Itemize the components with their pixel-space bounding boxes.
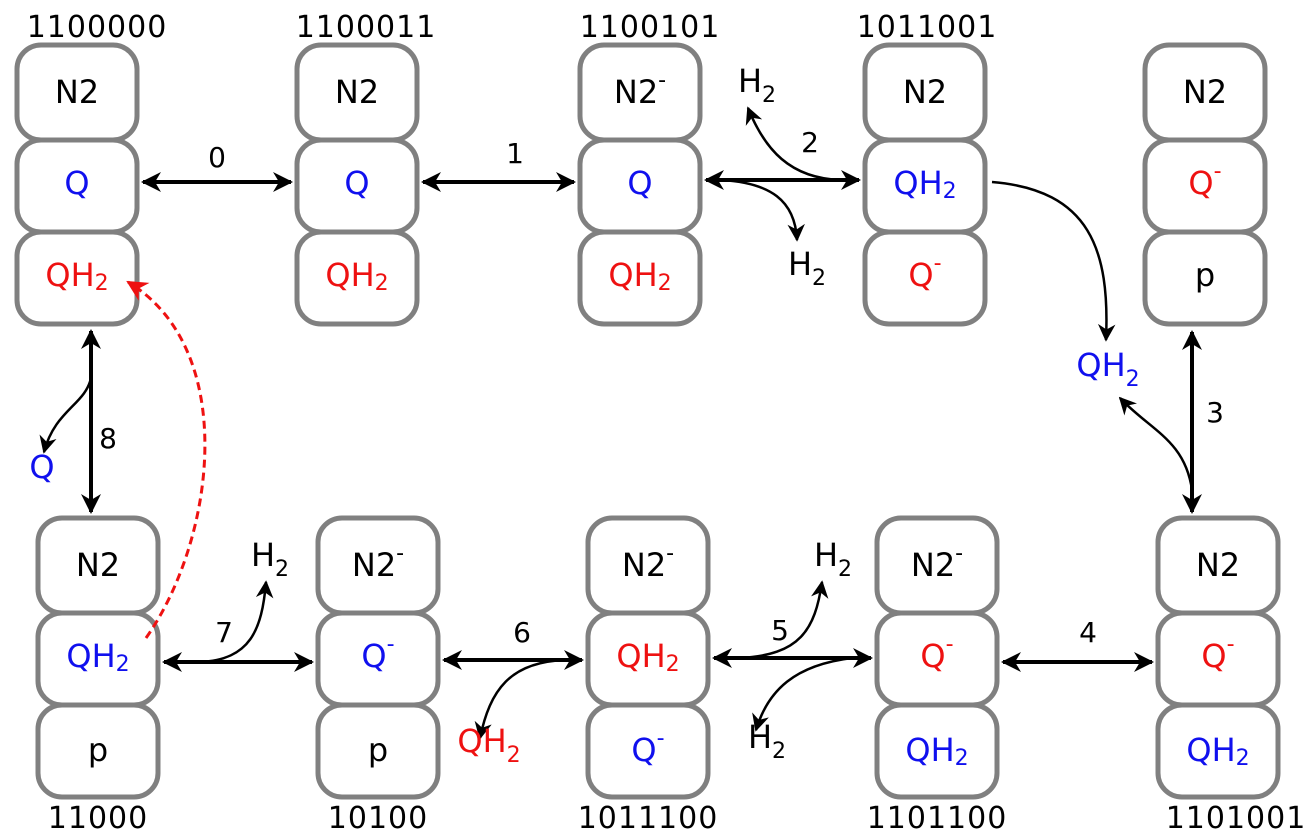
step-label-8: 8 xyxy=(99,422,117,455)
slot-label: Q- xyxy=(1188,159,1221,203)
slot-box xyxy=(585,702,711,800)
state-top-3: 1100101 N2- Q QH2 xyxy=(577,10,721,327)
slot-label: N2- xyxy=(911,541,963,585)
state-code: 10100 xyxy=(328,801,428,836)
step-label-0: 0 xyxy=(208,141,226,174)
slot-label: Q- xyxy=(631,726,664,770)
slot-label: Q- xyxy=(920,632,953,676)
state-code: 1100011 xyxy=(296,10,437,45)
slot-label: QH2 xyxy=(45,256,108,296)
state-code: 1011100 xyxy=(578,801,719,836)
h2-release-arrow xyxy=(752,656,853,732)
slot-box xyxy=(874,702,1000,800)
slot-label: N2 xyxy=(903,73,947,111)
state-code: 1011001 xyxy=(857,10,998,45)
state-top-2: 1100011 N2 Q QH2 xyxy=(294,10,437,327)
q-release-arrow xyxy=(39,377,93,454)
qh2-release-arrow xyxy=(1118,396,1194,491)
state-code: 1101100 xyxy=(867,801,1008,836)
slot-label: QH2 xyxy=(608,256,671,296)
slot-label: N2- xyxy=(614,68,666,112)
slot-label: N2 xyxy=(1183,73,1227,111)
slot-label: N2 xyxy=(55,73,99,111)
slot-label: Q xyxy=(344,164,369,202)
step-label-2: 2 xyxy=(801,126,819,159)
slot-label: QH2 xyxy=(325,256,388,296)
slot-label: N2 xyxy=(1196,546,1240,584)
state-bottom-2: N2- Q- p 10100 xyxy=(315,515,441,836)
slot-label: QH2 xyxy=(1186,731,1249,771)
qh2-label: QH2 xyxy=(457,722,520,768)
h2-release-arrow xyxy=(199,580,274,664)
dashed-link-arrow xyxy=(126,280,207,639)
slot-label: N2- xyxy=(622,541,674,585)
slot-label: p xyxy=(1195,256,1215,294)
slot-box xyxy=(1142,229,1268,327)
h2-label: H2 xyxy=(788,245,826,291)
slot-label: Q- xyxy=(1201,632,1234,676)
q-label: Q xyxy=(29,448,54,486)
h2-release-arrow xyxy=(745,106,841,182)
state-code: 1101001 xyxy=(1166,801,1307,836)
slot-box xyxy=(35,702,161,800)
state-bottom-3: N2- QH2 Q- 1011100 xyxy=(578,515,719,836)
state-code: 1100101 xyxy=(580,10,721,45)
slot-label: N2 xyxy=(76,546,120,584)
slot-box xyxy=(14,229,140,327)
step-label-1: 1 xyxy=(506,137,524,170)
slot-label: Q xyxy=(627,164,652,202)
h2-label: H2 xyxy=(738,62,776,108)
state-bottom-1: N2 QH2 p 11000 xyxy=(35,515,161,836)
slot-label: Q- xyxy=(361,632,394,676)
h2-label: H2 xyxy=(748,718,786,764)
qh2-label: QH2 xyxy=(1076,346,1139,392)
slot-label: QH2 xyxy=(66,637,129,677)
state-top-5: N2 Q- p xyxy=(1142,42,1268,327)
h2-release-arrow xyxy=(739,580,829,660)
state-code: 11000 xyxy=(48,801,148,836)
slot-box xyxy=(315,702,441,800)
slot-box xyxy=(294,229,420,327)
slot-box xyxy=(1155,702,1281,800)
h2-label: H2 xyxy=(251,536,289,582)
slot-box xyxy=(862,229,988,327)
step-label-4: 4 xyxy=(1079,616,1097,649)
slot-label: N2 xyxy=(335,73,379,111)
h2-release-arrow xyxy=(721,178,805,242)
slot-label: QH2 xyxy=(893,164,956,204)
state-top-4: 1011001 N2 QH2 Q- xyxy=(857,10,998,327)
state-bottom-4: N2- Q- QH2 1101100 xyxy=(867,515,1008,836)
slot-label: N2- xyxy=(352,541,404,585)
slot-label: p xyxy=(88,731,108,769)
step-label-5: 5 xyxy=(771,614,789,647)
slot-label: p xyxy=(368,731,388,769)
qh2-release-arrow xyxy=(474,658,566,740)
slot-label: Q xyxy=(64,164,89,202)
slot-label: QH2 xyxy=(616,637,679,677)
slot-label: Q- xyxy=(908,251,941,295)
state-bottom-5: N2 Q- QH2 1101001 xyxy=(1155,515,1307,836)
slot-label: QH2 xyxy=(905,731,968,771)
state-top-1: 1100000 N2 Q QH2 xyxy=(14,10,168,327)
h2-label: H2 xyxy=(814,536,852,582)
step-label-6: 6 xyxy=(513,616,531,649)
step-label-7: 7 xyxy=(215,616,233,649)
slot-box xyxy=(577,229,703,327)
qh2-release-arrow xyxy=(991,180,1116,342)
state-code: 1100000 xyxy=(27,10,168,45)
step-label-3: 3 xyxy=(1206,396,1224,429)
